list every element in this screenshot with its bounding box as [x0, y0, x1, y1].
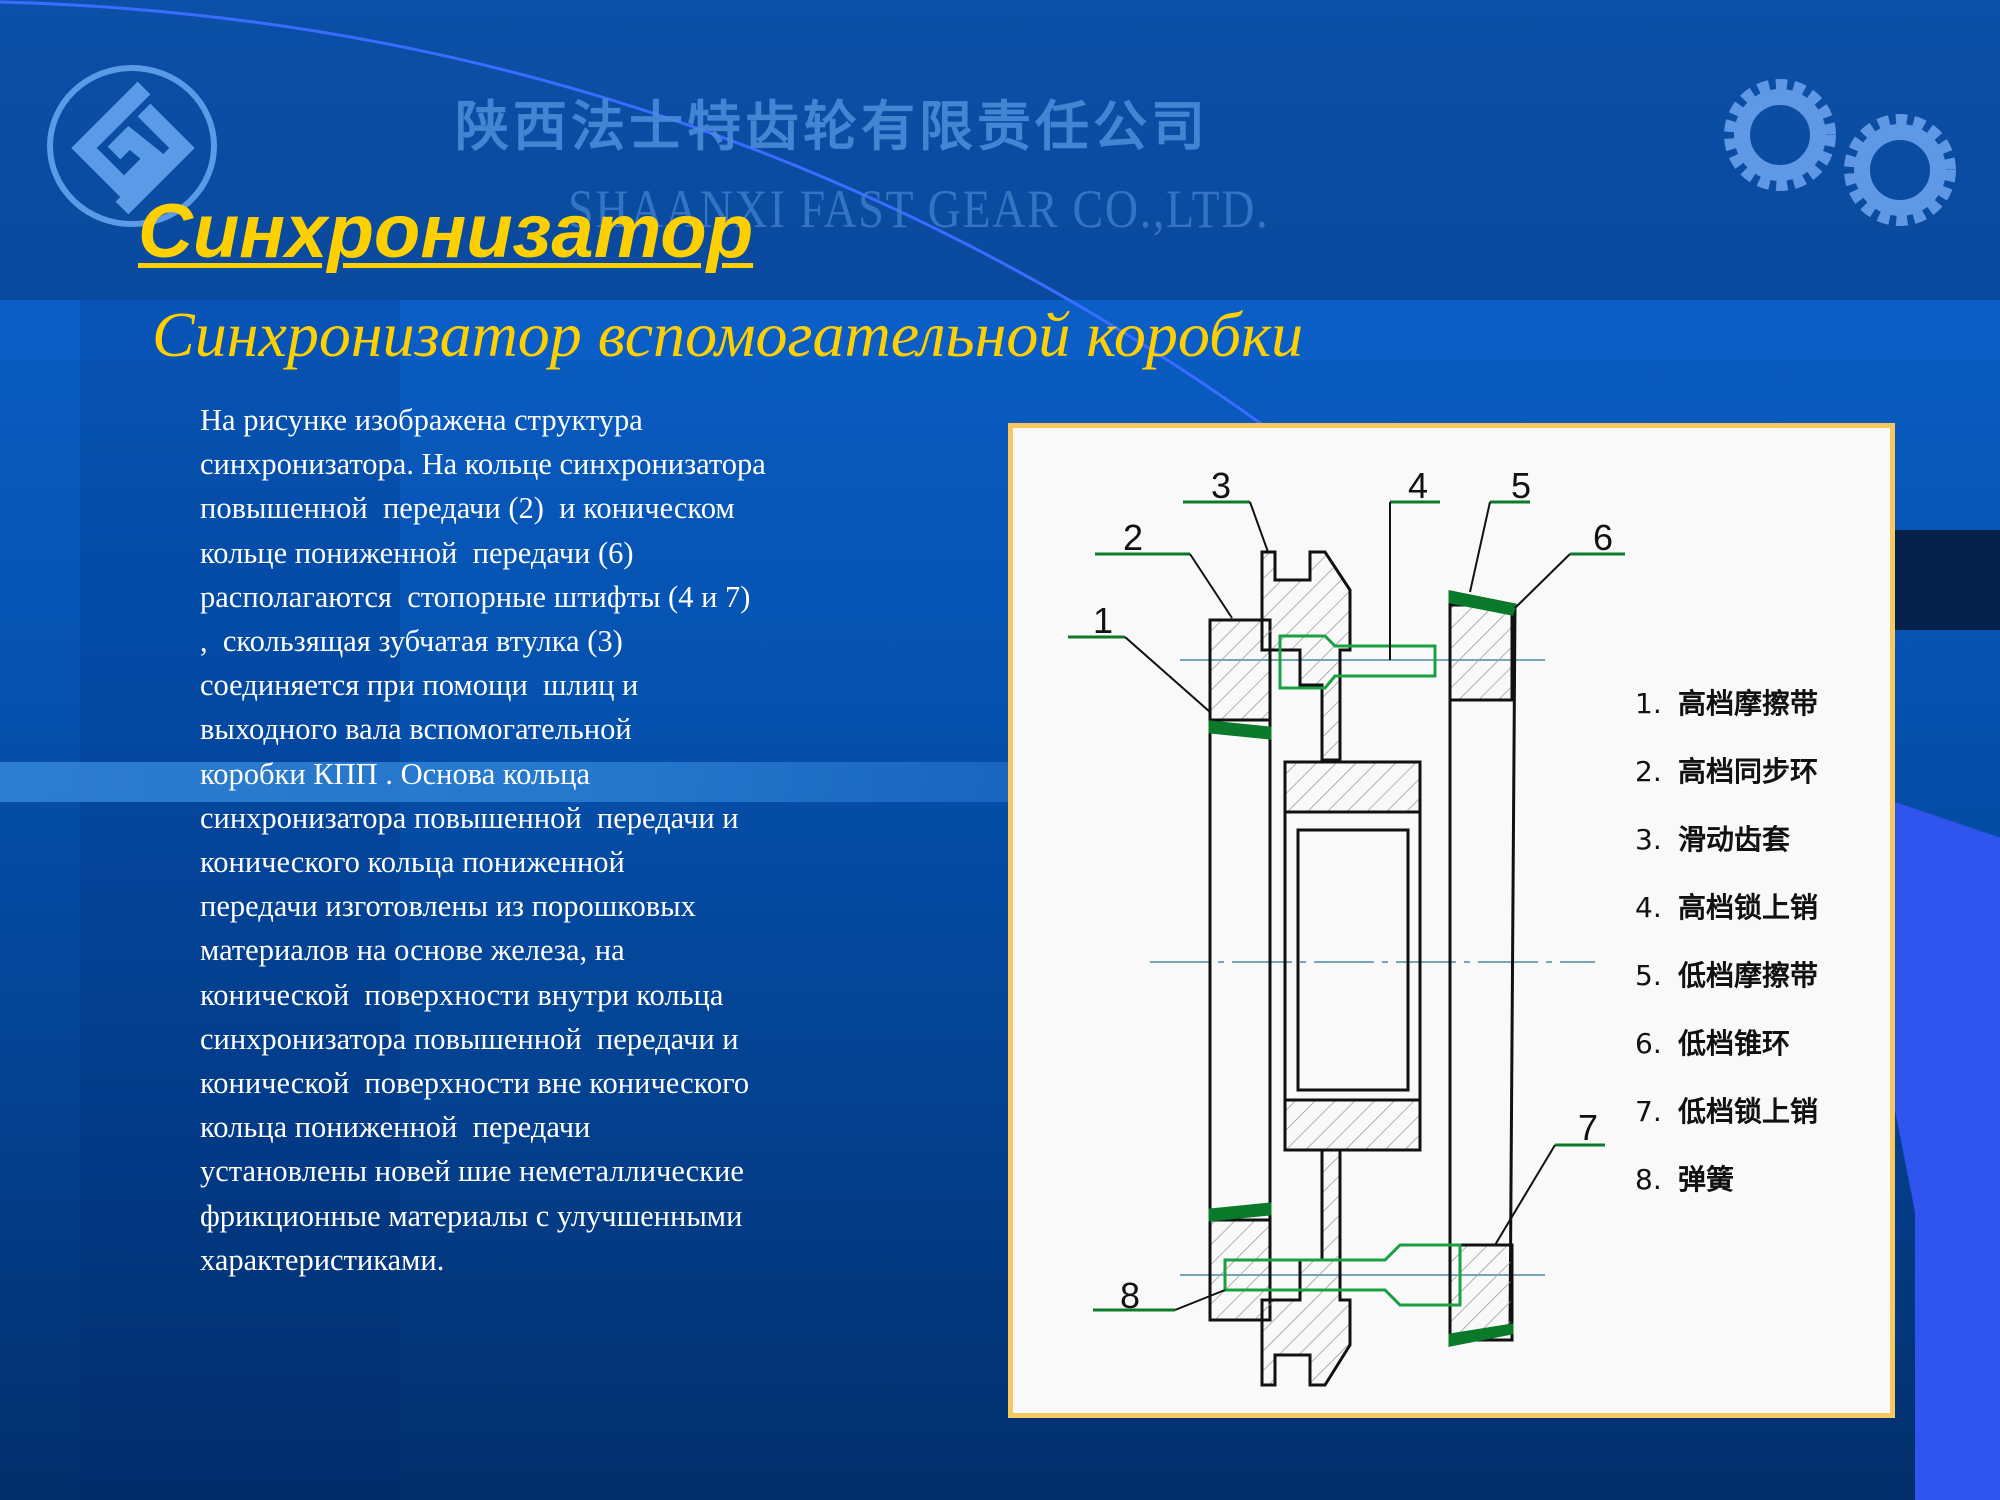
legend-label: 高档锁上销	[1678, 891, 1818, 924]
legend-label: 低档锥环	[1677, 1027, 1790, 1060]
gears-icon	[1724, 79, 1956, 226]
company-logo-icon	[47, 65, 217, 227]
legend-label: 滑动齿套	[1678, 823, 1791, 856]
body-line: выходного вала вспомогательной	[200, 712, 632, 747]
callout-number: 5	[1511, 465, 1531, 506]
body-line: конического кольца пониженной	[200, 845, 625, 880]
subtitle-band	[0, 300, 2000, 360]
legend-number: 2.	[1635, 755, 1662, 788]
body-line: , скользящая зубчатая втулка (3)	[200, 624, 623, 659]
body-line: повышенной передачи (2) и коническом	[200, 491, 735, 526]
legend-number: 6.	[1635, 1027, 1662, 1060]
body-line: конической поверхности внутри кольца	[200, 977, 724, 1012]
body-line: установлены новей шие неметаллические	[200, 1154, 744, 1189]
body-line: кольце пониженной передачи (6)	[200, 535, 634, 570]
synchronizer-diagram: 1 2 3 4 5 6 7 8 1. 高档摩擦带 2. 高档同步环 3. 滑动齿套 4. 高档锁上销 5. 低档…	[1008, 423, 1895, 1418]
slide-subtitle: Синхронизатор вспомогательной коробки	[152, 299, 1304, 370]
background-column	[80, 300, 400, 1500]
callout-number: 1	[1093, 600, 1113, 641]
body-line: соединяется при помощи шлиц и	[200, 668, 639, 703]
callout-number: 6	[1593, 517, 1613, 558]
legend-label: 高档同步环	[1678, 755, 1818, 788]
callout-number: 8	[1120, 1275, 1140, 1316]
body-line: материалов на основе железа, на	[200, 933, 625, 968]
legend-number: 5.	[1635, 959, 1662, 992]
body-line: синхронизатора повышенной передачи и	[200, 800, 739, 835]
legend-number: 7.	[1635, 1095, 1662, 1128]
header-band	[0, 0, 2000, 300]
callout-number: 4	[1408, 465, 1428, 506]
callout-number: 3	[1211, 465, 1231, 506]
body-line: синхронизатора. На кольце синхронизатора	[200, 447, 766, 482]
legend-label: 低档摩擦带	[1677, 959, 1818, 992]
background-dark-block	[1880, 530, 2000, 630]
background-stripe	[0, 762, 1010, 802]
friction-band-1	[1208, 720, 1272, 740]
body-line: фрикционные материалы с улучшенными	[200, 1198, 743, 1233]
callout-number: 7	[1578, 1107, 1598, 1148]
legend-label: 高档摩擦带	[1678, 687, 1818, 720]
callout-number: 2	[1123, 517, 1143, 558]
legend-label: 低档锁上销	[1677, 1095, 1818, 1128]
legend-number: 1.	[1635, 687, 1662, 720]
body-line: синхронизатора повышенной передачи и	[200, 1021, 739, 1056]
body-line: характеристиками.	[200, 1242, 445, 1277]
slide-title: Синхронизатор	[138, 189, 754, 274]
body-line: На рисунке изображена структура	[200, 403, 643, 437]
company-name-en: SHAANXI FAST GEAR CO.,LTD.	[568, 179, 1270, 239]
company-name-cn: 陕西法士特齿轮有限责任公司	[455, 95, 1209, 158]
legend-label: 弹簧	[1678, 1163, 1734, 1196]
body-line: передачи изготовлены из порошковых	[200, 889, 696, 924]
legend-number: 3.	[1635, 823, 1662, 856]
legend-number: 4.	[1635, 891, 1662, 924]
body-line: кольца пониженной передачи	[200, 1110, 591, 1145]
body-line: конической поверхности вне конического	[200, 1066, 750, 1101]
legend-number: 8.	[1635, 1163, 1662, 1196]
body-line: коробки КПП . Основа кольца	[200, 756, 590, 791]
body-text: На рисунке изображена структура синхрониз…	[200, 398, 920, 1282]
body-line: располагаются стопорные штифты (4 и 7)	[200, 579, 751, 614]
